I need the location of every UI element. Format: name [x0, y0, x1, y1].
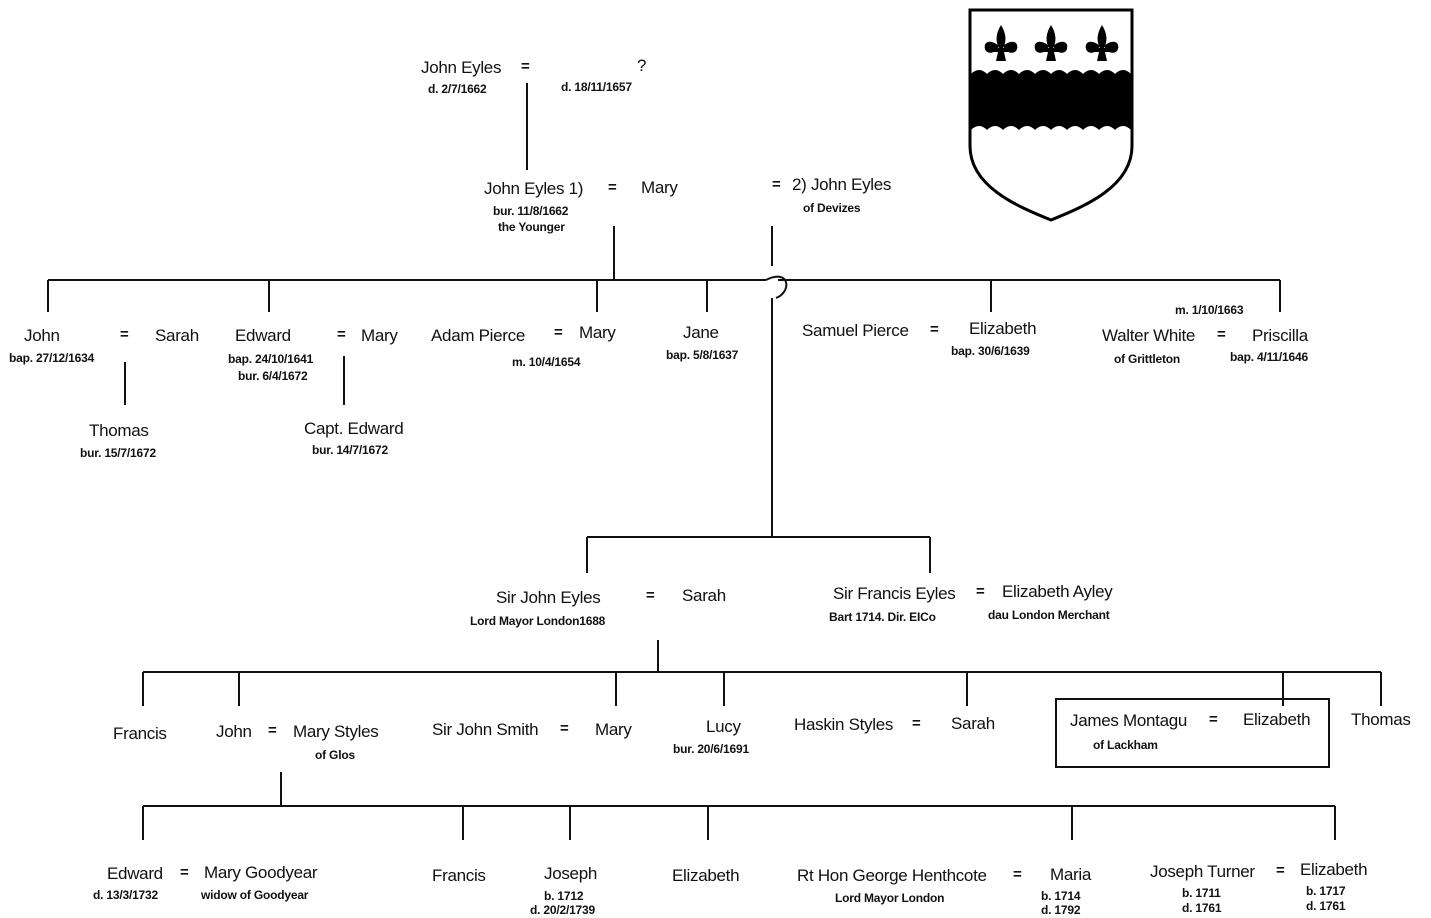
person-elizabeth: Elizabeth [672, 866, 740, 885]
person-sir-francis-eyles: Sir Francis Eyles [833, 584, 956, 603]
marriage-symbol: = [1209, 711, 1218, 728]
person-mary: Mary [595, 720, 632, 739]
birth-date: b. 1712 [544, 889, 584, 903]
baptism-date: bap. 4/11/1646 [1230, 350, 1308, 364]
person-note: of Lackham [1093, 738, 1158, 752]
death-date: d. 18/11/1657 [561, 80, 632, 94]
birth-date: b. 1717 [1306, 884, 1346, 898]
person-james-montagu: James Montagu [1070, 711, 1188, 730]
marriage-date: m. 1/10/1663 [1175, 303, 1244, 317]
person-sir-john-smith: Sir John Smith [432, 720, 539, 739]
person-note: of Grittleton [1114, 352, 1181, 366]
person-haskin-styles: Haskin Styles [794, 715, 894, 734]
marriage-date: m. 10/4/1654 [512, 355, 581, 369]
marriage-symbol: = [1276, 862, 1285, 879]
person-thomas: Thomas [1351, 710, 1411, 729]
person-edward: Edward [235, 326, 291, 345]
marriage-symbol: = [1013, 866, 1022, 883]
marriage-symbol: = [337, 326, 346, 343]
person-samuel-pierce: Samuel Pierce [802, 321, 909, 340]
highlight-box [1055, 698, 1330, 768]
person-mary-styles: Mary Styles [293, 722, 379, 741]
person-maria: Maria [1050, 865, 1092, 884]
marriage-symbol: = [180, 864, 189, 881]
burial-date: bur. 14/7/1672 [312, 443, 388, 457]
person-note: widow of Goodyear [201, 888, 309, 902]
birth-date: b. 1711 [1182, 886, 1221, 900]
person-sarah: Sarah [155, 326, 199, 345]
person-note: of Devizes [803, 201, 861, 215]
baptism-date: bap. 30/6/1639 [951, 344, 1030, 358]
person-lucy: Lucy [706, 717, 741, 736]
person-walter-white: Walter White [1102, 326, 1196, 345]
person-note: Bart 1714. Dir. EICo [829, 610, 936, 624]
birth-date: b. 1714 [1041, 889, 1081, 903]
person-sarah-wife-of-sir-john: Sarah [682, 586, 726, 605]
person-jane: Jane [683, 323, 719, 342]
baptism-date: bap. 27/12/1634 [9, 351, 95, 365]
death-date: d. 1761 [1306, 899, 1346, 913]
person-edward: Edward [107, 864, 163, 883]
marriage-symbol: = [608, 179, 617, 196]
person-adam-pierce: Adam Pierce [431, 326, 526, 345]
person-mary-eyles: Mary [641, 178, 678, 197]
person-francis: Francis [113, 724, 167, 743]
person-john-eyles-senior: John Eyles [421, 58, 502, 77]
burial-date: bur. 15/7/1672 [80, 446, 156, 460]
burial-date: bur. 6/4/1672 [238, 369, 308, 383]
line-crossover [765, 275, 788, 299]
person-note: the Younger [498, 220, 565, 234]
death-date: d. 2/7/1662 [428, 82, 487, 96]
person-elizabeth-pierce: Elizabeth [969, 319, 1037, 338]
death-date: d. 1792 [1041, 903, 1081, 917]
marriage-symbol: = [521, 58, 530, 75]
marriage-symbol: = [268, 722, 277, 739]
person-mary-goodyear: Mary Goodyear [204, 863, 318, 882]
person-thomas: Thomas [89, 421, 149, 440]
marriage-symbol: = [554, 324, 563, 341]
marriage-symbol: = [976, 583, 985, 600]
person-francis: Francis [432, 866, 486, 885]
person-capt-edward: Capt. Edward [304, 419, 404, 438]
marriage-symbol: = [120, 326, 129, 343]
person-joseph: Joseph [544, 864, 598, 883]
person-elizabeth-ayley: Elizabeth Ayley [1002, 582, 1113, 601]
person-elizabeth: Elizabeth [1243, 710, 1311, 729]
person-joseph-turner: Joseph Turner [1150, 862, 1255, 881]
person-note: of Glos [315, 748, 355, 762]
marriage-symbol: = [912, 715, 921, 732]
death-date: d. 20/2/1739 [530, 903, 595, 917]
baptism-date: bap. 24/10/1641 [228, 352, 314, 366]
person-note: Lord Mayor London [835, 891, 945, 905]
person-sir-john-eyles: Sir John Eyles [496, 588, 601, 607]
baptism-date: bap. 5/8/1637 [666, 348, 739, 362]
person-note: dau London Merchant [988, 608, 1110, 622]
person-john: John [24, 326, 60, 345]
marriage-symbol: = [930, 321, 939, 338]
marriage-symbol: = [560, 720, 569, 737]
marriage-symbol: = [1217, 326, 1226, 343]
person-unknown-wife: ? [637, 56, 647, 75]
person-note: Lord Mayor London1688 [470, 614, 606, 628]
person-john-eyles-of-devizes: 2) John Eyles [792, 175, 892, 194]
person-sarah: Sarah [951, 714, 995, 733]
death-date: d. 13/3/1732 [93, 888, 158, 902]
person-george-heathcote: Rt Hon George Henthcote [797, 866, 987, 885]
burial-date: bur. 11/8/1662 [493, 204, 569, 218]
death-date: d. 1761 [1182, 901, 1222, 915]
shield-with-three-fleur-de-lis-icon [968, 8, 1134, 222]
person-john-eyles-younger: John Eyles 1) [484, 179, 584, 198]
burial-date: bur. 20/6/1691 [673, 742, 749, 756]
person-mary-wife-of-edward: Mary [361, 326, 398, 345]
person-priscilla: Priscilla [1252, 326, 1308, 345]
marriage-symbol: = [646, 587, 655, 604]
person-elizabeth-turner: Elizabeth [1300, 860, 1368, 879]
marriage-symbol: = [772, 176, 781, 193]
person-mary-pierce: Mary [579, 323, 616, 342]
person-john: John [216, 722, 252, 741]
